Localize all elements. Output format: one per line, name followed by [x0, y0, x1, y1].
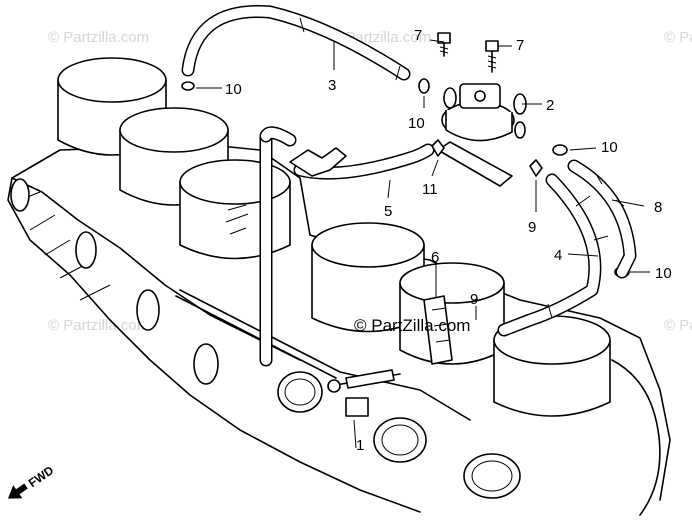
carburetor-cylinder [311, 222, 425, 333]
watermark-layer: © Partzilla.com © Partzilla.com © Partzi… [48, 29, 692, 334]
screw-7 [437, 32, 451, 57]
callout-2: 2 [546, 97, 554, 114]
callout-8: 8 [654, 199, 662, 216]
callout-10: 10 [655, 265, 672, 282]
callout-10: 10 [601, 139, 618, 156]
watermark-text: © Partzilla.com [48, 29, 149, 46]
watermark-text: © Partzilla.com [664, 317, 692, 334]
callout-10: 10 [225, 81, 242, 98]
clip-10 [418, 78, 430, 94]
fwd-arrow-icon [7, 483, 28, 499]
engine-boss [193, 343, 219, 385]
watermark-text: © Partzilla.com [664, 29, 692, 46]
clip-10 [552, 144, 568, 156]
callout-4: 4 [554, 247, 562, 264]
fwd-marker: FWD [7, 463, 57, 499]
callout-10: 10 [408, 115, 425, 132]
carburetor-cylinder [399, 262, 505, 365]
engine-boss [136, 289, 160, 331]
callout-9: 9 [470, 291, 478, 308]
callout-6: 6 [431, 249, 439, 266]
callout-labels: 1 2 3 4 5 6 7 7 8 9 9 10 10 10 10 11 [225, 27, 672, 454]
callout-7: 7 [516, 37, 524, 54]
callout-7: 7 [414, 27, 422, 44]
clip-11 [431, 139, 445, 157]
callout-1: 1 [356, 437, 364, 454]
hose-5 [289, 143, 435, 180]
fitting-1 [327, 369, 401, 417]
engine-boss [75, 231, 97, 269]
intake-port [277, 371, 323, 413]
callout-9: 9 [528, 219, 536, 236]
screw-7 [485, 40, 499, 73]
linkage-rod [175, 295, 337, 379]
callout-11: 11 [422, 181, 438, 198]
clip-9 [529, 159, 543, 177]
hose-4 [497, 173, 609, 337]
fwd-label: FWD [26, 463, 57, 490]
fuel-pump [437, 83, 527, 187]
intake-port [373, 417, 427, 463]
engine-boss [10, 178, 30, 212]
hose-8 [567, 159, 637, 279]
clip-10 [181, 81, 195, 91]
vent-tube [259, 126, 297, 367]
brand-credit: © PartZilla.com [354, 316, 470, 335]
callout-3: 3 [328, 77, 336, 94]
leader-lines [196, 39, 650, 449]
bracket-6 [423, 295, 453, 365]
y-fitting [289, 147, 347, 177]
intake-port [463, 453, 521, 499]
hose-3 [181, 4, 411, 81]
watermark-text: © Partzilla.com [48, 317, 149, 334]
callout-5: 5 [384, 203, 392, 220]
carburetor-cylinder [179, 159, 291, 260]
